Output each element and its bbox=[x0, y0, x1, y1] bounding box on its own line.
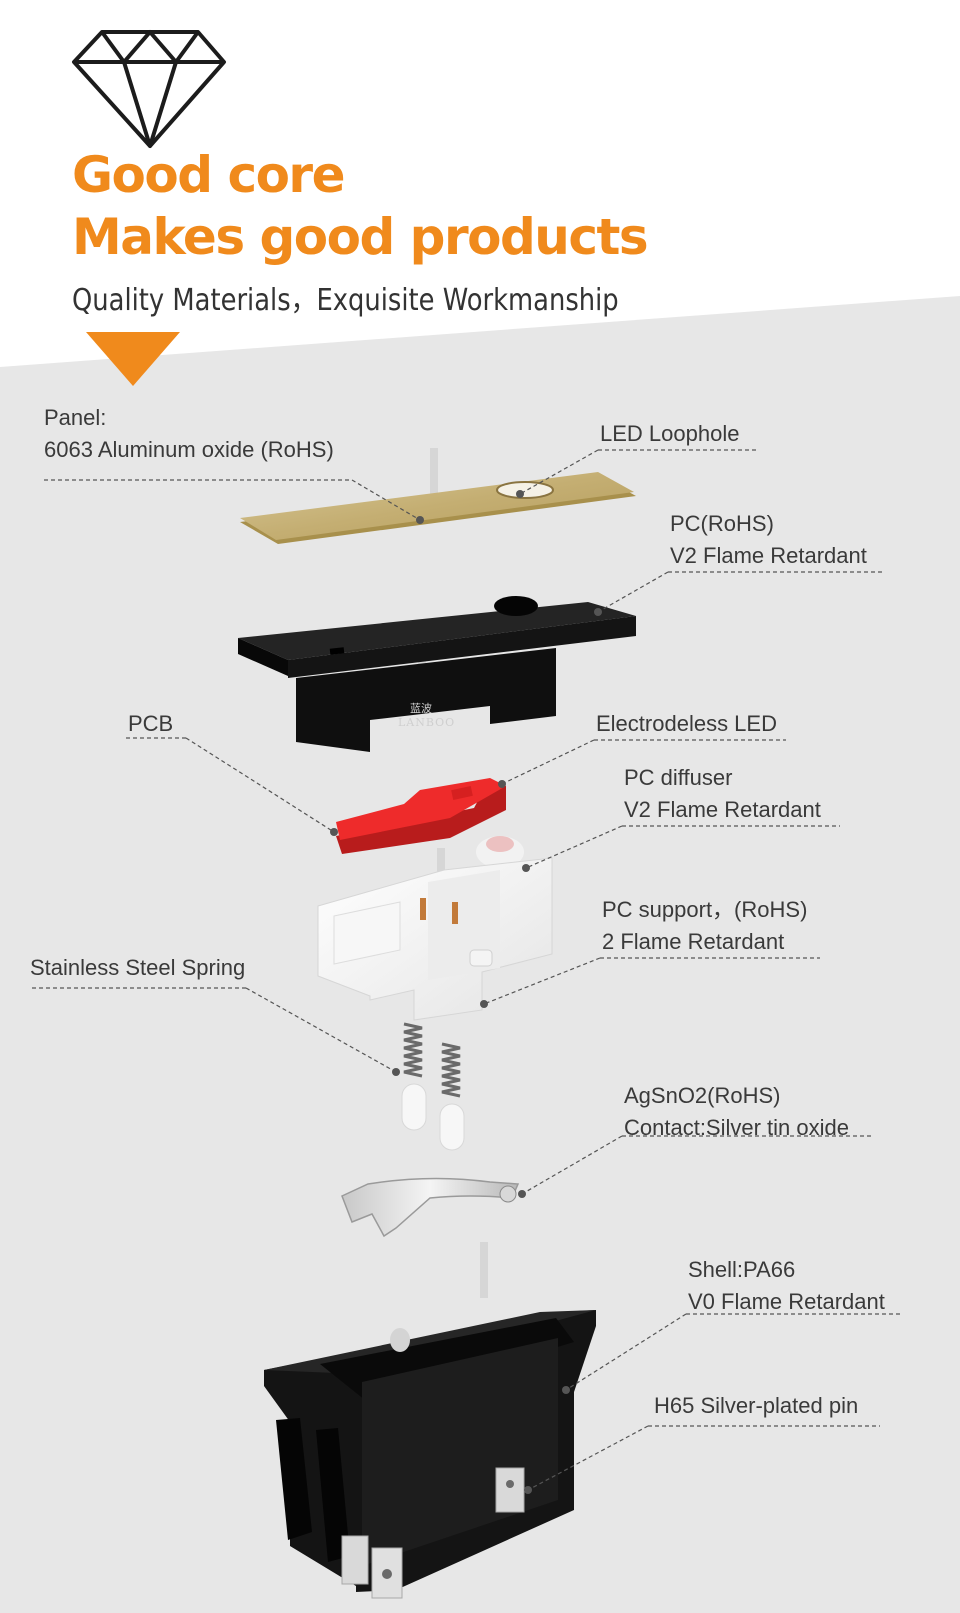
label-shell-line1: Shell:PA66 bbox=[688, 1257, 796, 1282]
pc-support-bracket bbox=[317, 836, 553, 1021]
label-pcb: PCB bbox=[128, 708, 173, 740]
label-pc-support-line1: PC support，(RoHS) bbox=[602, 897, 808, 922]
watermark-brand: LANBOO bbox=[398, 716, 456, 729]
label-electrodeless-led-line1: Electrodeless LED bbox=[596, 711, 777, 736]
black-shell-housing bbox=[264, 1310, 596, 1599]
red-pcb bbox=[336, 778, 506, 854]
label-contact-line2: Contact:Silver tin oxide bbox=[624, 1115, 849, 1140]
label-contact-line1: AgSnO2(RoHS) bbox=[624, 1083, 781, 1108]
label-contact: AgSnO2(RoHS) Contact:Silver tin oxide bbox=[624, 1080, 849, 1144]
label-pc-support-line2: 2 Flame Retardant bbox=[602, 929, 785, 954]
headline-line1: Good core bbox=[72, 146, 346, 204]
label-pc-diffuser-line2: V2 Flame Retardant bbox=[624, 797, 821, 822]
diamond-icon bbox=[72, 30, 226, 148]
label-pc-diffuser-line1: PC diffuser bbox=[624, 765, 733, 790]
leader-dots bbox=[330, 490, 602, 1494]
label-shell: Shell:PA66 V0 Flame Retardant bbox=[688, 1254, 885, 1318]
orange-arrow bbox=[86, 332, 180, 386]
label-panel: Panel: 6063 Aluminum oxide (RoHS) bbox=[44, 402, 334, 466]
label-spring-line1: Stainless Steel Spring bbox=[30, 955, 246, 980]
label-electrodeless-led: Electrodeless LED bbox=[596, 708, 777, 740]
leader-lines bbox=[32, 449, 900, 1491]
label-panel-line1: Panel: bbox=[44, 405, 107, 430]
label-led-loophole-line1: LED Loophole bbox=[600, 421, 740, 446]
headline-line2: Makes good products bbox=[72, 208, 649, 266]
label-panel-line2: 6063 Aluminum oxide (RoHS) bbox=[44, 437, 334, 462]
label-led-loophole: LED Loophole bbox=[600, 418, 739, 450]
watermark-brand-cn: 蓝波 bbox=[410, 702, 432, 715]
silver-contact bbox=[341, 1177, 520, 1238]
label-pin: H65 Silver-plated pin bbox=[654, 1390, 858, 1422]
label-spring: Stainless Steel Spring bbox=[30, 952, 245, 984]
label-pin-line1: H65 Silver-plated pin bbox=[654, 1393, 859, 1418]
label-pc-rohs-line1: PC(RoHS) bbox=[670, 511, 774, 536]
label-pc-diffuser: PC diffuser V2 Flame Retardant bbox=[624, 762, 821, 826]
black-pc-cover bbox=[238, 596, 636, 752]
spring-plungers bbox=[401, 1083, 465, 1151]
label-pcb-line1: PCB bbox=[128, 711, 174, 736]
label-shell-line2: V0 Flame Retardant bbox=[688, 1289, 885, 1314]
label-pc-rohs-line2: V2 Flame Retardant bbox=[670, 543, 867, 568]
subtitle: Quality Materials，Exquisite Workmanship bbox=[72, 283, 619, 318]
aluminum-panel bbox=[240, 472, 636, 544]
stainless-springs bbox=[403, 1022, 461, 1098]
label-pc-support: PC support，(RoHS) 2 Flame Retardant bbox=[602, 894, 807, 958]
label-pc-rohs: PC(RoHS) V2 Flame Retardant bbox=[670, 508, 867, 572]
